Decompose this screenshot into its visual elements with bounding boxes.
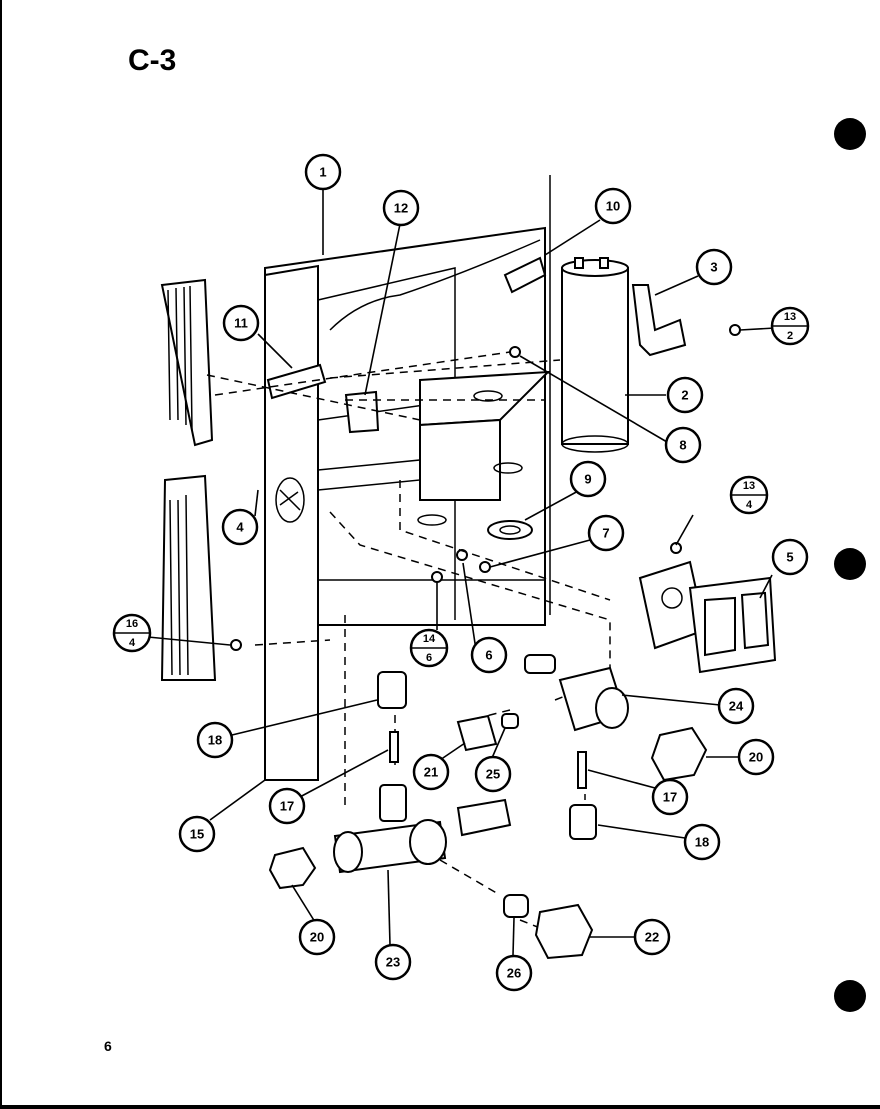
callout-label: 26	[507, 966, 521, 981]
callout-label: 20	[310, 930, 324, 945]
binder-hole-middle	[834, 548, 866, 580]
callout-label: 1	[319, 165, 326, 180]
callout-label: 10	[606, 199, 620, 214]
callout-16-4: 16 4	[112, 613, 152, 653]
bracket-11	[266, 363, 327, 400]
callout-4: 4	[221, 508, 259, 546]
nut-21	[456, 714, 498, 752]
callout-24: 24	[717, 687, 755, 725]
fraction-bottom: 2	[787, 330, 793, 342]
callout-label: 18	[208, 733, 222, 748]
relay	[638, 560, 777, 674]
callout-label: 22	[645, 930, 659, 945]
page-number: 6	[104, 1038, 112, 1054]
callout-17-lower: 17	[651, 778, 689, 816]
page-edge-bottom	[0, 1105, 880, 1109]
callout-6: 6	[470, 636, 508, 674]
page-edge-left	[0, 0, 2, 1109]
callout-label: 2	[681, 388, 688, 403]
fraction-bottom: 4	[129, 637, 136, 649]
cap-18-upper	[377, 671, 407, 709]
callout-13-2: 13 2	[770, 306, 810, 346]
callout-22: 22	[633, 918, 671, 956]
callout-label: 11	[234, 316, 248, 331]
fraction-top: 14	[423, 633, 436, 645]
callout-20-left: 20	[298, 918, 336, 956]
fraction-bottom: 4	[746, 499, 753, 511]
callout-14-6: 14 6	[409, 628, 449, 668]
side-panel-lower	[160, 474, 217, 681]
sleeve-26	[503, 894, 529, 918]
callout-2: 2	[666, 376, 704, 414]
assembly-lines	[206, 351, 611, 929]
callout-label: 21	[424, 765, 438, 780]
binder-hole-bottom	[834, 980, 866, 1012]
core-17-lower	[577, 751, 587, 789]
callout-1: 1	[304, 153, 342, 191]
fitting-24-tee	[524, 654, 629, 732]
plug-20-right	[650, 726, 708, 782]
callout-label: 24	[729, 699, 744, 714]
callout-label: 25	[486, 767, 500, 782]
sleeve-25	[501, 713, 519, 729]
inner-bracket	[417, 370, 551, 526]
callout-18-upper: 18	[196, 721, 234, 759]
control-box	[264, 175, 551, 781]
callout-13-4: 13 4	[729, 475, 769, 515]
callout-label: 4	[236, 520, 244, 535]
fitting-23-tee	[333, 784, 512, 874]
fraction-bottom: 6	[426, 652, 432, 664]
nut-22	[534, 903, 594, 960]
callout-label: 8	[679, 438, 686, 453]
plug-20-left	[268, 846, 317, 890]
fraction-top: 16	[126, 618, 138, 630]
binder-hole-top	[834, 118, 866, 150]
callout-23: 23	[374, 943, 412, 981]
callout-label: 9	[584, 472, 591, 487]
capacitor-strap	[631, 284, 687, 357]
callout-label: 7	[602, 526, 609, 541]
callout-label: 6	[485, 648, 492, 663]
callout-3: 3	[695, 248, 733, 286]
callout-label: 15	[190, 827, 204, 842]
callout-20-right: 20	[737, 738, 775, 776]
core-17-upper	[389, 731, 399, 763]
callout-7: 7	[587, 514, 625, 552]
bracket-10	[503, 256, 547, 294]
side-panel-upper	[160, 278, 214, 447]
callout-label: 3	[710, 260, 717, 275]
callout-label: 12	[394, 201, 408, 216]
callout-26: 26	[495, 954, 533, 992]
callout-18-lower: 18	[683, 823, 721, 861]
callout-label: 17	[280, 799, 294, 814]
callout-label: 17	[663, 790, 677, 805]
callout-5: 5	[771, 538, 809, 576]
callout-17-upper: 17	[268, 787, 306, 825]
page-title: C-3	[128, 44, 177, 77]
callout-label: 18	[695, 835, 709, 850]
clip-12	[344, 390, 380, 434]
screws	[230, 324, 741, 651]
callout-11: 11	[222, 304, 260, 342]
callout-10: 10	[594, 187, 632, 225]
cap-18-lower	[569, 804, 597, 840]
callout-21: 21	[412, 753, 450, 791]
fraction-top: 13	[784, 311, 796, 323]
callout-25: 25	[474, 755, 512, 793]
callout-8: 8	[664, 426, 702, 464]
callout-15: 15	[178, 815, 216, 853]
capacitor	[561, 257, 629, 453]
callout-label: 20	[749, 750, 763, 765]
grommet	[487, 520, 533, 540]
callout-label: 5	[786, 550, 793, 565]
callout-label: 23	[386, 955, 400, 970]
callout-9: 9	[569, 460, 607, 498]
callout-12: 12	[382, 189, 420, 227]
leader-lines	[147, 190, 776, 956]
fraction-top: 13	[743, 480, 755, 492]
